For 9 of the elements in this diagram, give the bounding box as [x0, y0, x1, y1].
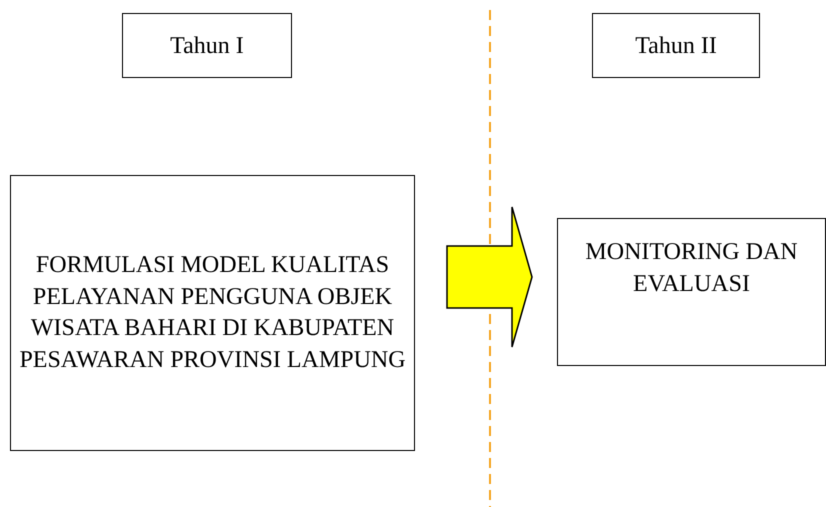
text-box [557, 218, 826, 366]
text-box [122, 13, 292, 78]
text-box [592, 13, 760, 78]
text-box [10, 175, 415, 451]
box-label: MONITORING DAN EVALUASI [584, 238, 799, 298]
box-label: FORMULASI MODEL KUALITAS PELAYANAN PENGGUNA OBJEK WISATA BAHARI DI KABUPATEN PESAWARAN PROVINSI LAMPUNG [19, 251, 406, 374]
block-arrow [446, 206, 533, 348]
box-label: Tahun II [635, 32, 717, 60]
box-label: Tahun I [170, 32, 244, 60]
